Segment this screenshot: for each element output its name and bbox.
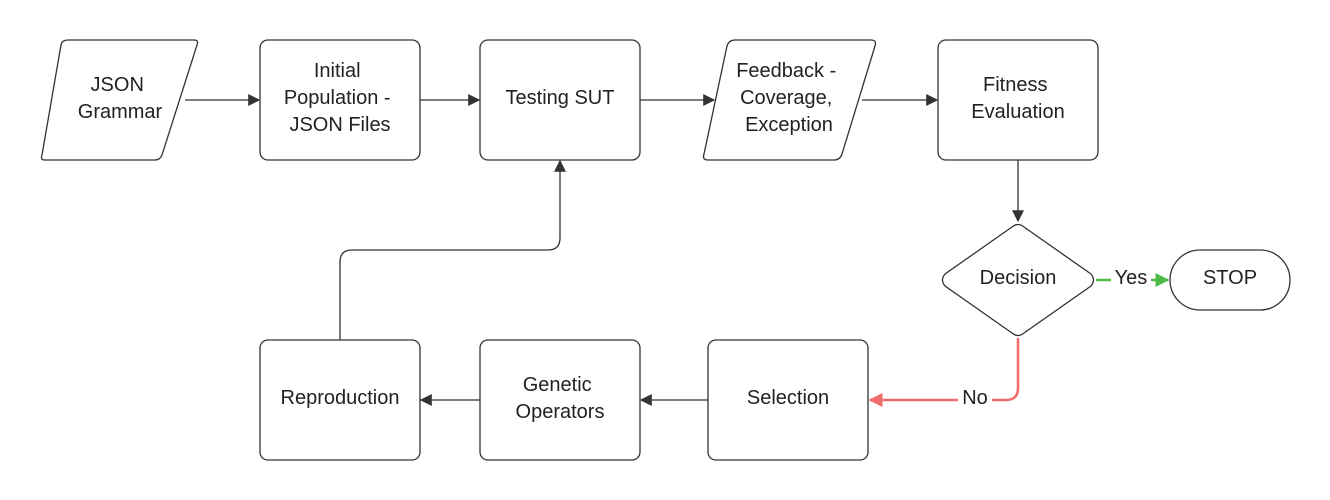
no-label-bg xyxy=(958,387,992,411)
node-decision-label: Decision xyxy=(980,267,1057,289)
node-genetic-operators-label: Genetic Operators xyxy=(516,374,605,423)
node-reproduction xyxy=(259,339,421,461)
node-selection xyxy=(707,339,869,461)
node-genetic-operators xyxy=(479,339,641,461)
yes-label: Yes xyxy=(1115,267,1148,289)
edge-reproduction-to-testing xyxy=(339,159,566,340)
node-json-grammar xyxy=(40,39,199,161)
node-feedback-label: Feedback - Coverage, Exception xyxy=(736,60,842,136)
node-json-grammar-label: JSON Grammar xyxy=(78,74,163,123)
node-fitness-evaluation-label: Fitness Evaluation xyxy=(971,74,1064,123)
no-label: No xyxy=(962,387,988,409)
node-reproduction-label: Reproduction xyxy=(281,387,400,409)
node-decision xyxy=(941,223,1095,337)
edge-decision-no-to-selection xyxy=(868,338,1020,407)
node-selection-label: Selection xyxy=(747,387,829,409)
node-stop xyxy=(1169,249,1291,311)
node-feedback xyxy=(702,39,877,161)
node-stop-label: STOP xyxy=(1203,267,1257,289)
connectors xyxy=(185,94,1024,406)
yes-label-bg xyxy=(1111,266,1151,290)
node-fitness-evaluation xyxy=(937,39,1099,161)
node-initial-population-label: Initial Population - JSON Files xyxy=(284,60,396,136)
node-testing-sut-label: Testing SUT xyxy=(506,87,615,109)
node-initial-population xyxy=(259,39,421,161)
node-testing-sut xyxy=(479,39,641,161)
